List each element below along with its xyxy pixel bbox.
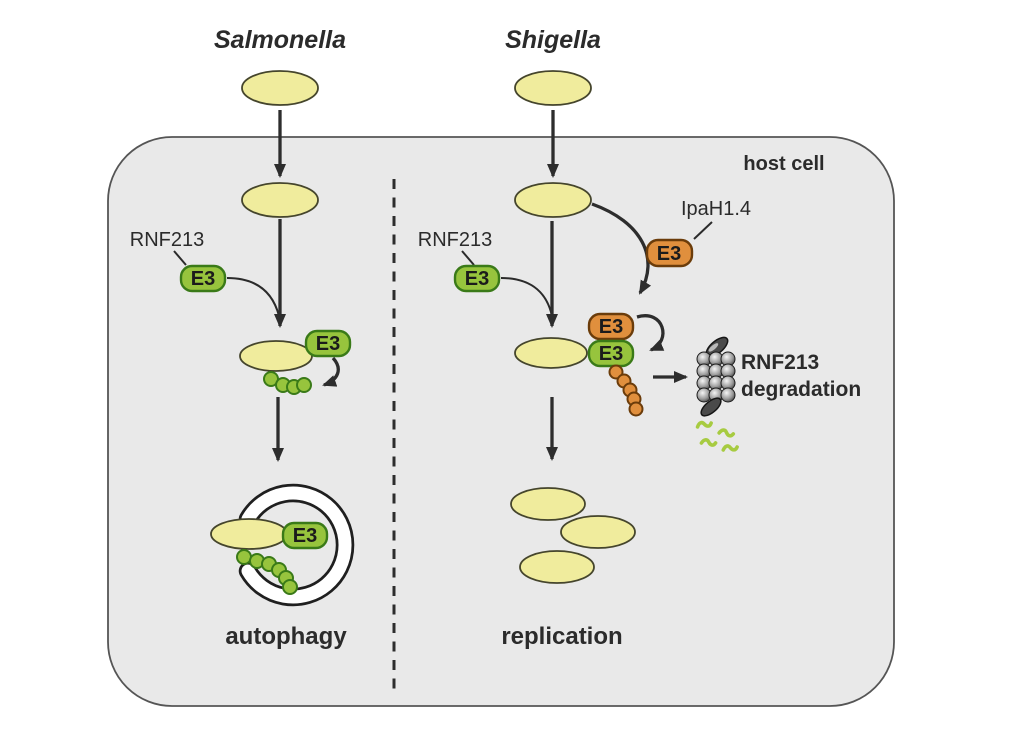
ipah14-pointer-line [693, 221, 713, 240]
peptide-squiggle [695, 420, 713, 429]
degraded-peptide-squiggles [695, 420, 739, 452]
effector-delivery-arrow [591, 202, 652, 295]
ubiquitylation-arrow-left [322, 356, 340, 387]
e3-badge-label: E3 [599, 316, 623, 338]
host-cell-box [107, 136, 895, 707]
salmonella-bacterium-extracellular [241, 70, 319, 106]
replicating-bacteria [510, 487, 636, 584]
rnf213-e3-badge-left: E3 [179, 264, 227, 293]
replicated-bacterium [510, 487, 586, 521]
replicated-bacterium [560, 515, 636, 549]
rnf213-degradation-label-line2: degradation [741, 378, 861, 401]
ubiquitin-chain-green-left [263, 371, 312, 395]
e3-stack-green-badge: E3 [587, 339, 635, 368]
e3-badge-label: E3 [599, 343, 623, 365]
proteasome-sphere [720, 387, 736, 403]
e3-badge-label: E3 [316, 333, 340, 355]
shigella-bacterium-extracellular [514, 70, 592, 106]
ubiquitin-dot [628, 401, 644, 417]
host-cell-label: host cell [743, 153, 824, 175]
shigella-bacterium-cytosolic [514, 182, 592, 218]
rnf213-label-left: RNF213 [130, 229, 204, 251]
ubiquitin-dot [296, 377, 312, 393]
engulfed-ubiquitin-chain [236, 549, 298, 595]
autophagy-label: autophagy [225, 623, 347, 650]
replication-label: replication [501, 623, 622, 650]
engulfed-e3-badge: E3 [281, 521, 329, 550]
ubiquitin-dot [236, 549, 252, 565]
phagophore-membrane [238, 483, 355, 607]
rnf213-pointer-line-right [461, 250, 475, 266]
ubiquitin-dot [282, 579, 298, 595]
e3-stack-orange-badge: E3 [587, 312, 635, 341]
rnf213-degradation-label-line1: RNF213 [741, 351, 819, 374]
proteasome [696, 336, 736, 417]
ipah14-label: IpaH1.4 [681, 198, 751, 220]
peptide-squiggle [717, 428, 736, 438]
e3-badge-label: E3 [465, 268, 489, 290]
bound-e3-badge-left: E3 [304, 329, 352, 358]
shigella-pathway: Shigella RNF213 E3 IpaH1.4 E3 E3 E3 [418, 26, 861, 650]
e3-recruitment-connector-right [500, 277, 553, 317]
peptide-squiggle [699, 438, 718, 447]
e3-recruitment-connector-left [226, 277, 280, 317]
rnf213-e3-badge-right: E3 [453, 264, 501, 293]
rnf213-label-right: RNF213 [418, 229, 492, 251]
ubiquitylated-bacterium-left [239, 340, 313, 372]
salmonella-bacterium-cytosolic [241, 182, 319, 218]
e3-badge-label: E3 [293, 525, 317, 547]
ipah14-e3-badge: E3 [645, 238, 694, 268]
e3-badge-label: E3 [191, 268, 215, 290]
salmonella-title: Salmonella [214, 26, 346, 54]
rnf213-coated-bacterium [514, 337, 588, 369]
ubiquitin-chain-orange [608, 364, 644, 417]
rnf213-pointer-line-left [173, 250, 187, 266]
e3-badge-label: E3 [657, 243, 681, 265]
shigella-title: Shigella [505, 26, 601, 54]
ipah14-ubiquitylation-loop-arrow [636, 314, 665, 352]
salmonella-pathway: Salmonella RNF213 E3 E3 [130, 26, 355, 650]
engulfed-bacterium [210, 518, 288, 550]
replicated-bacterium [519, 550, 595, 584]
peptide-squiggle [721, 444, 739, 452]
